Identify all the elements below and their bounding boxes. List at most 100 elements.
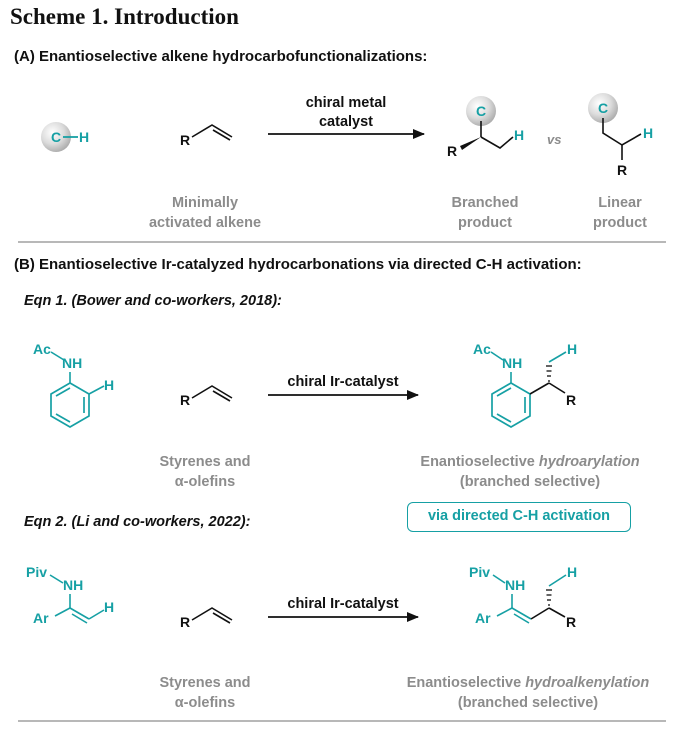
product-h-label: H: [567, 341, 577, 357]
bond: [511, 607, 532, 620]
bond: [530, 607, 550, 620]
alkene-caption-line2: activated alkene: [148, 215, 262, 231]
piv-label: Piv: [26, 564, 47, 580]
eqn1-product-caption-prefix: Enantioselective: [420, 454, 539, 470]
alkene-caption: Minimally activated alkene: [135, 193, 275, 233]
eqn1-substrate-caption-line2: α-olefins: [174, 474, 236, 490]
bond: [548, 607, 566, 618]
eqn1-substrate-caption: Styrenes and α-olefins: [140, 452, 270, 492]
bond: [50, 351, 65, 361]
vinyl-h-label: H: [104, 599, 114, 615]
bond: [548, 382, 566, 394]
eqn1-arrow-label: chiral Ir-catalyst: [287, 374, 398, 390]
ar-label: Ar: [475, 610, 491, 626]
bond: [69, 607, 90, 620]
branched-c-label: C: [476, 103, 486, 119]
section-b-heading: (B) Enantioselective Ir-catalyzed hydroc…: [14, 256, 582, 273]
double-bond: [496, 413, 512, 423]
ac-label: Ac: [33, 341, 51, 357]
alkene-double-bond: [212, 390, 231, 402]
eqn1-substrate-caption-line1: Styrenes and: [159, 454, 251, 470]
alkene-r-label: R: [180, 392, 190, 408]
eqn2-product-caption-line1: Enantioselective hydroalkenylation: [380, 673, 676, 693]
eqn2-substrate: Piv NH Ar H: [26, 564, 114, 626]
vs-label: vs: [547, 132, 561, 147]
double-bond: [55, 387, 71, 397]
linear-h-label: H: [643, 125, 653, 141]
bond: [548, 574, 567, 587]
eqn1-product-caption-italic: hydroarylation: [538, 454, 640, 470]
alkene-a: R: [180, 124, 233, 148]
alkene-bonds: [191, 385, 233, 399]
ch-reagent: C H: [41, 122, 89, 152]
branched-r-label: R: [447, 143, 457, 159]
product-r-label: R: [566, 392, 576, 408]
eqn1-product-caption-line2: (branched selective): [459, 474, 601, 490]
double-bond: [55, 413, 71, 423]
hashed-wedge-bond: [546, 589, 552, 606]
alkene-a-double-bond: [212, 129, 231, 141]
eqn2-product-caption-prefix: Enantioselective: [406, 675, 526, 691]
bond: [490, 351, 504, 361]
alkene-caption-line1: Minimally: [171, 195, 239, 211]
alkene-a-bonds: [191, 124, 233, 138]
eqn1-product: Ac NH H R: [473, 341, 577, 428]
bond: [529, 382, 550, 395]
linear-c-label: C: [598, 100, 608, 116]
eqn2-label: Eqn 2. (Li and co-workers, 2022):: [24, 514, 251, 530]
arrow-a-label-line1: chiral metal: [306, 95, 387, 111]
eqn1-product-caption: Enantioselective hydroarylation (branche…: [390, 452, 670, 492]
wedge-bond: [460, 137, 481, 150]
alkene-r-label: R: [180, 132, 190, 148]
nh-label: NH: [502, 355, 522, 371]
product-r-label: R: [566, 614, 576, 630]
scheme-title: Scheme 1. Introduction: [10, 4, 239, 29]
product-h-label: H: [567, 564, 577, 580]
h-atom-label: H: [79, 129, 89, 145]
nh-label: NH: [63, 577, 83, 593]
ortho-h-label: H: [104, 377, 114, 393]
bond: [496, 607, 513, 617]
double-bond: [513, 613, 530, 624]
directed-ch-activation-badge: via directed C-H activation: [407, 502, 631, 532]
c-sphere: [41, 122, 71, 152]
eqn2-product: Piv NH Ar H R: [469, 564, 577, 630]
eqn2-product-caption: Enantioselective hydroalkenylation (bran…: [380, 673, 676, 713]
nh-label: NH: [505, 577, 525, 593]
arrow-a-label-line2: catalyst: [319, 114, 373, 130]
nh-label: NH: [62, 355, 82, 371]
divider-a: [18, 241, 666, 243]
eqn2-product-caption-italic: hydroalkenylation: [525, 675, 650, 691]
branched-h-label: H: [514, 127, 524, 143]
eqn2-product-caption-line2: (branched selective): [457, 695, 599, 711]
bond: [602, 118, 642, 146]
eqn1-product-caption-line1: Enantioselective hydroarylation: [390, 452, 670, 472]
linear-caption-line2: product: [593, 215, 647, 231]
bond: [49, 574, 64, 584]
eqn2-arrow-label: chiral Ir-catalyst: [287, 596, 398, 612]
c-atom-label: C: [51, 129, 61, 145]
bond: [492, 574, 506, 584]
double-bond: [71, 613, 88, 624]
branched-caption-line2: product: [458, 215, 512, 231]
divider-b: [18, 720, 666, 722]
bond: [548, 351, 567, 363]
hashed-wedge-bond: [546, 365, 552, 382]
eqn1-substrate: Ac NH H: [33, 341, 114, 428]
linear-product: C H R: [588, 93, 653, 178]
eqn2-substrate-caption-line1: Styrenes and: [159, 675, 251, 691]
bond: [88, 385, 105, 395]
double-bond: [496, 387, 512, 397]
alkene-eqn2: R: [180, 607, 233, 630]
piv-label: Piv: [469, 564, 490, 580]
branched-caption: Branched product: [430, 193, 540, 233]
branched-product: C R H: [447, 96, 524, 159]
alkene-bonds: [191, 607, 233, 621]
eqn2-substrate-caption: Styrenes and α-olefins: [140, 673, 270, 713]
linear-r-label: R: [617, 162, 627, 178]
linear-caption-line1: Linear: [598, 195, 642, 211]
alkene-r-label: R: [180, 614, 190, 630]
alkene-double-bond: [212, 612, 231, 624]
bond: [54, 607, 71, 617]
